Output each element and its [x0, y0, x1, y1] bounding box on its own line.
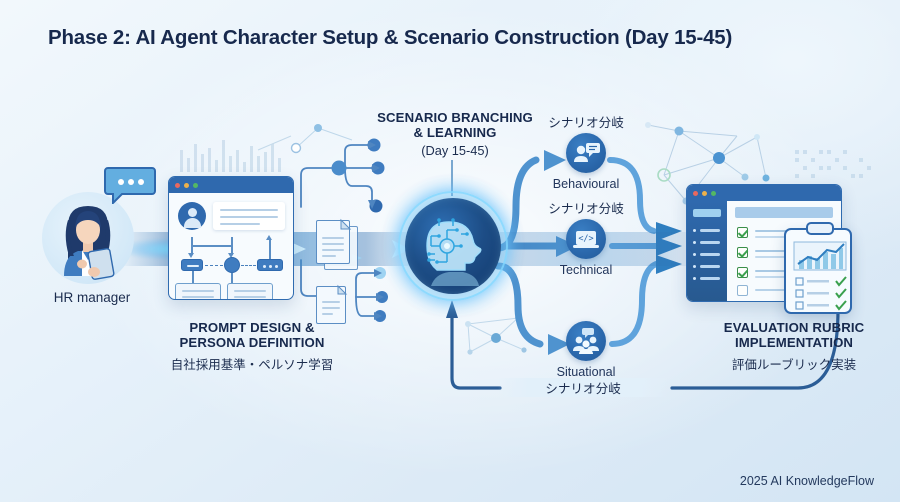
rule-box-b[interactable]: [227, 283, 273, 299]
footer-credit: 2025 AI KnowledgeFlow: [739, 474, 874, 488]
flow-node-center[interactable]: [224, 257, 240, 273]
window-minimize-dot[interactable]: [702, 190, 707, 196]
rubric-header-bar: [735, 207, 833, 218]
prompt-title-line1: PROMPT DESIGN &: [189, 320, 315, 335]
window-close-dot[interactable]: [693, 190, 698, 196]
prompt-design-card[interactable]: [168, 176, 294, 300]
scenario-caption: SCENARIO BRANCHING & LEARNING (Day 15-45…: [360, 110, 550, 158]
window-maximize-dot[interactable]: [193, 182, 198, 188]
branch-situational[interactable]: シナリオ分岐 Situational: [521, 300, 651, 379]
scenario-day-range: (Day 15-45): [421, 142, 489, 158]
page-title: Phase 2: AI Agent Character Setup & Scen…: [48, 26, 733, 49]
persona-avatar-icon: [178, 202, 206, 230]
card-titlebar: [169, 177, 293, 193]
feedback-loop-label: シナリオ分岐: [498, 378, 668, 397]
chat-bubble-icon: [104, 167, 156, 204]
prompt-design-caption: PROMPT DESIGN & PERSONA DEFINITION 自社採用基…: [152, 320, 352, 373]
branch-behavioural[interactable]: シナリオ分岐 Behavioural: [521, 112, 651, 191]
branch-label-en: Situational: [556, 365, 616, 379]
persona-text-field[interactable]: [213, 202, 285, 230]
rubric-checkbox[interactable]: [737, 247, 748, 258]
scenario-title-line2: & LEARNING: [413, 125, 497, 141]
clipboard-chart-icon: [784, 222, 852, 314]
window-close-dot[interactable]: [175, 182, 180, 188]
window-maximize-dot[interactable]: [711, 190, 716, 196]
rule-box-a[interactable]: [175, 283, 221, 299]
rubric-checkbox[interactable]: [737, 285, 748, 296]
evaluation-caption: EVALUATION RUBRIC IMPLEMENTATION 評価ルーブリッ…: [684, 320, 900, 373]
laptop-code-icon: </>: [566, 219, 606, 259]
card-titlebar: [687, 185, 841, 201]
actor-hr-manager: HR manager: [34, 167, 156, 306]
prompt-title-ja: 自社採用基準・ペルソナ学習: [170, 357, 334, 372]
evaluation-rubric-card[interactable]: [686, 184, 842, 302]
actor-label: HR manager: [53, 290, 131, 305]
eval-title-line2: IMPLEMENTATION: [734, 335, 854, 351]
branch-label-en: Technical: [559, 263, 613, 277]
person-tablet-icon: [64, 206, 115, 280]
rubric-checkbox[interactable]: [737, 267, 748, 278]
rubric-checkbox[interactable]: [737, 227, 748, 238]
branch-label-ja: シナリオ分岐: [548, 116, 624, 130]
flow-chip-right[interactable]: [257, 259, 283, 271]
svg-text:</>: </>: [578, 234, 593, 244]
branch-label-ja: シナリオ分岐: [548, 202, 624, 216]
scenario-title-line1: SCENARIO BRANCHING: [377, 110, 533, 125]
person-chat-icon: [566, 133, 606, 173]
eval-title-line1: EVALUATION RUBRIC: [723, 320, 865, 335]
prompt-title-line2: PERSONA DEFINITION: [179, 335, 325, 351]
ai-head-circuit-icon: [426, 218, 482, 286]
window-minimize-dot[interactable]: [184, 182, 189, 188]
group-people-icon: [566, 321, 606, 361]
ai-core-ring: [398, 191, 508, 301]
flow-chip-left[interactable]: [181, 259, 203, 271]
ai-core: [379, 172, 527, 320]
rubric-sidebar: [687, 201, 727, 301]
branch-label-en: Behavioural: [552, 177, 620, 191]
clipboard-clip: [806, 222, 834, 235]
branch-technical[interactable]: シナリオ分岐 </> Technical: [521, 198, 651, 277]
eval-title-ja: 評価ルーブリック実装: [731, 357, 857, 372]
